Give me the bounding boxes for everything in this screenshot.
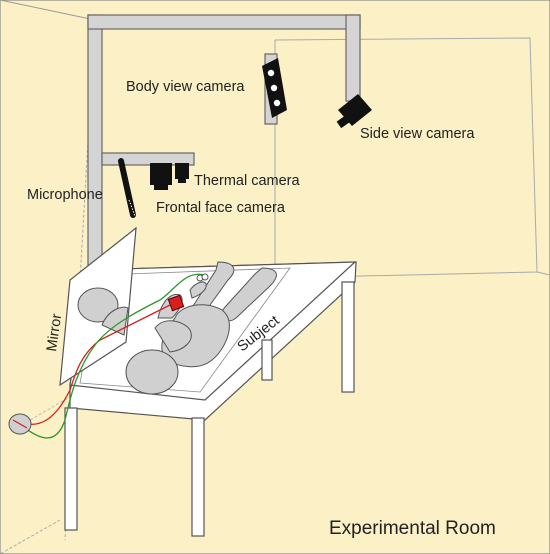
- microphone: [118, 158, 136, 218]
- body-view-camera: [262, 58, 287, 118]
- rig-right-drop: [345, 14, 361, 102]
- floor-corner-line-left: [0, 519, 61, 554]
- floor-corner-line-far-right: [536, 271, 550, 276]
- label-microphone: Microphone: [27, 187, 103, 203]
- rig-camera-arm: [101, 152, 195, 166]
- label-frontal-face-camera: Frontal face camera: [156, 200, 286, 216]
- rig-top-beam: [87, 14, 361, 30]
- label-mirror: Mirror: [44, 313, 65, 353]
- label-side-view-camera: Side view camera: [360, 126, 475, 142]
- subject-figure: [125, 261, 277, 395]
- mirror: [59, 226, 137, 387]
- frontal-face-camera: [150, 163, 172, 190]
- red-wire: [21, 304, 171, 425]
- rig-vertical-post: [87, 14, 103, 284]
- label-room-title: Experimental Room: [329, 518, 496, 539]
- electrode-clip: [196, 273, 209, 282]
- thermal-camera: [175, 163, 189, 183]
- sensor-hub: [8, 413, 32, 435]
- side-view-camera: [336, 94, 372, 129]
- green-wire: [24, 273, 206, 439]
- label-thermal-camera: Thermal camera: [194, 173, 300, 189]
- label-body-view-camera: Body view camera: [126, 79, 245, 95]
